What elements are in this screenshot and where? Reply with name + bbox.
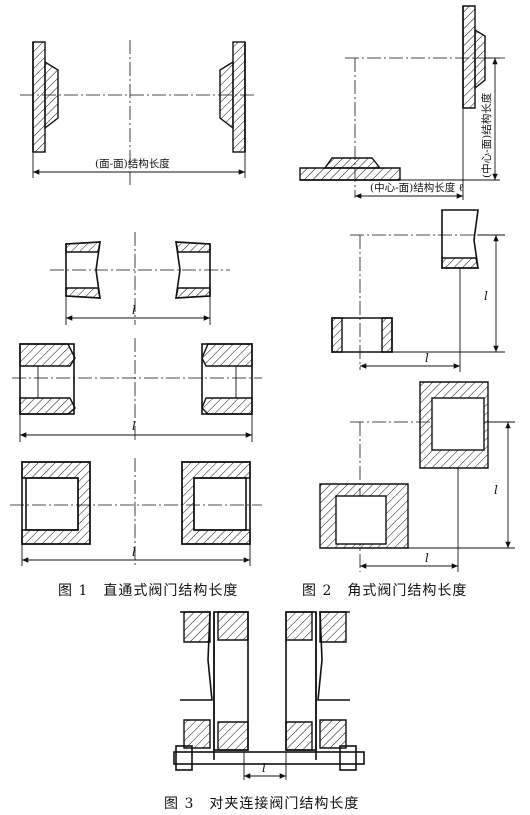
fig2-length-label-a-h: l [425, 351, 429, 365]
fig1-flanged-pair [20, 40, 255, 185]
fig1-socket-weld-pair [10, 458, 262, 568]
fig1-threaded-pair [12, 338, 262, 442]
fig1-face-to-face-label: (面-面)结构长度 [95, 157, 170, 170]
fig2-length-label-a-v: l [484, 289, 488, 303]
fig2-center-face-label-v: (中心-面)结构长度 [480, 92, 493, 178]
fig2-socket-weld-angle [319, 381, 515, 572]
figure3-caption: 图 3 对夹连接阀门结构长度 [164, 796, 360, 812]
figure1-caption: 图 1 直通式阀门结构长度 [58, 583, 239, 599]
fig2-flanged-angle [299, 5, 505, 200]
figure2-caption: 图 2 角式阀门结构长度 [302, 583, 468, 599]
fig2-butt-weld-angle [331, 209, 505, 372]
fig1-butt-weld-pair [50, 232, 230, 325]
fig1-length-label-c: l [132, 545, 136, 559]
fig2-length-label-b-h: l [425, 551, 429, 565]
fig1-length-label-b: l [132, 419, 136, 433]
fig2-center-face-label-h: (中心-面)结构长度 ℓ [370, 181, 464, 194]
fig2-length-label-b-v: l [494, 483, 498, 497]
fig1-length-label-a: l [132, 303, 136, 317]
fig3-length-label: l [262, 761, 266, 775]
fig3-wafer-assembly [173, 611, 365, 780]
